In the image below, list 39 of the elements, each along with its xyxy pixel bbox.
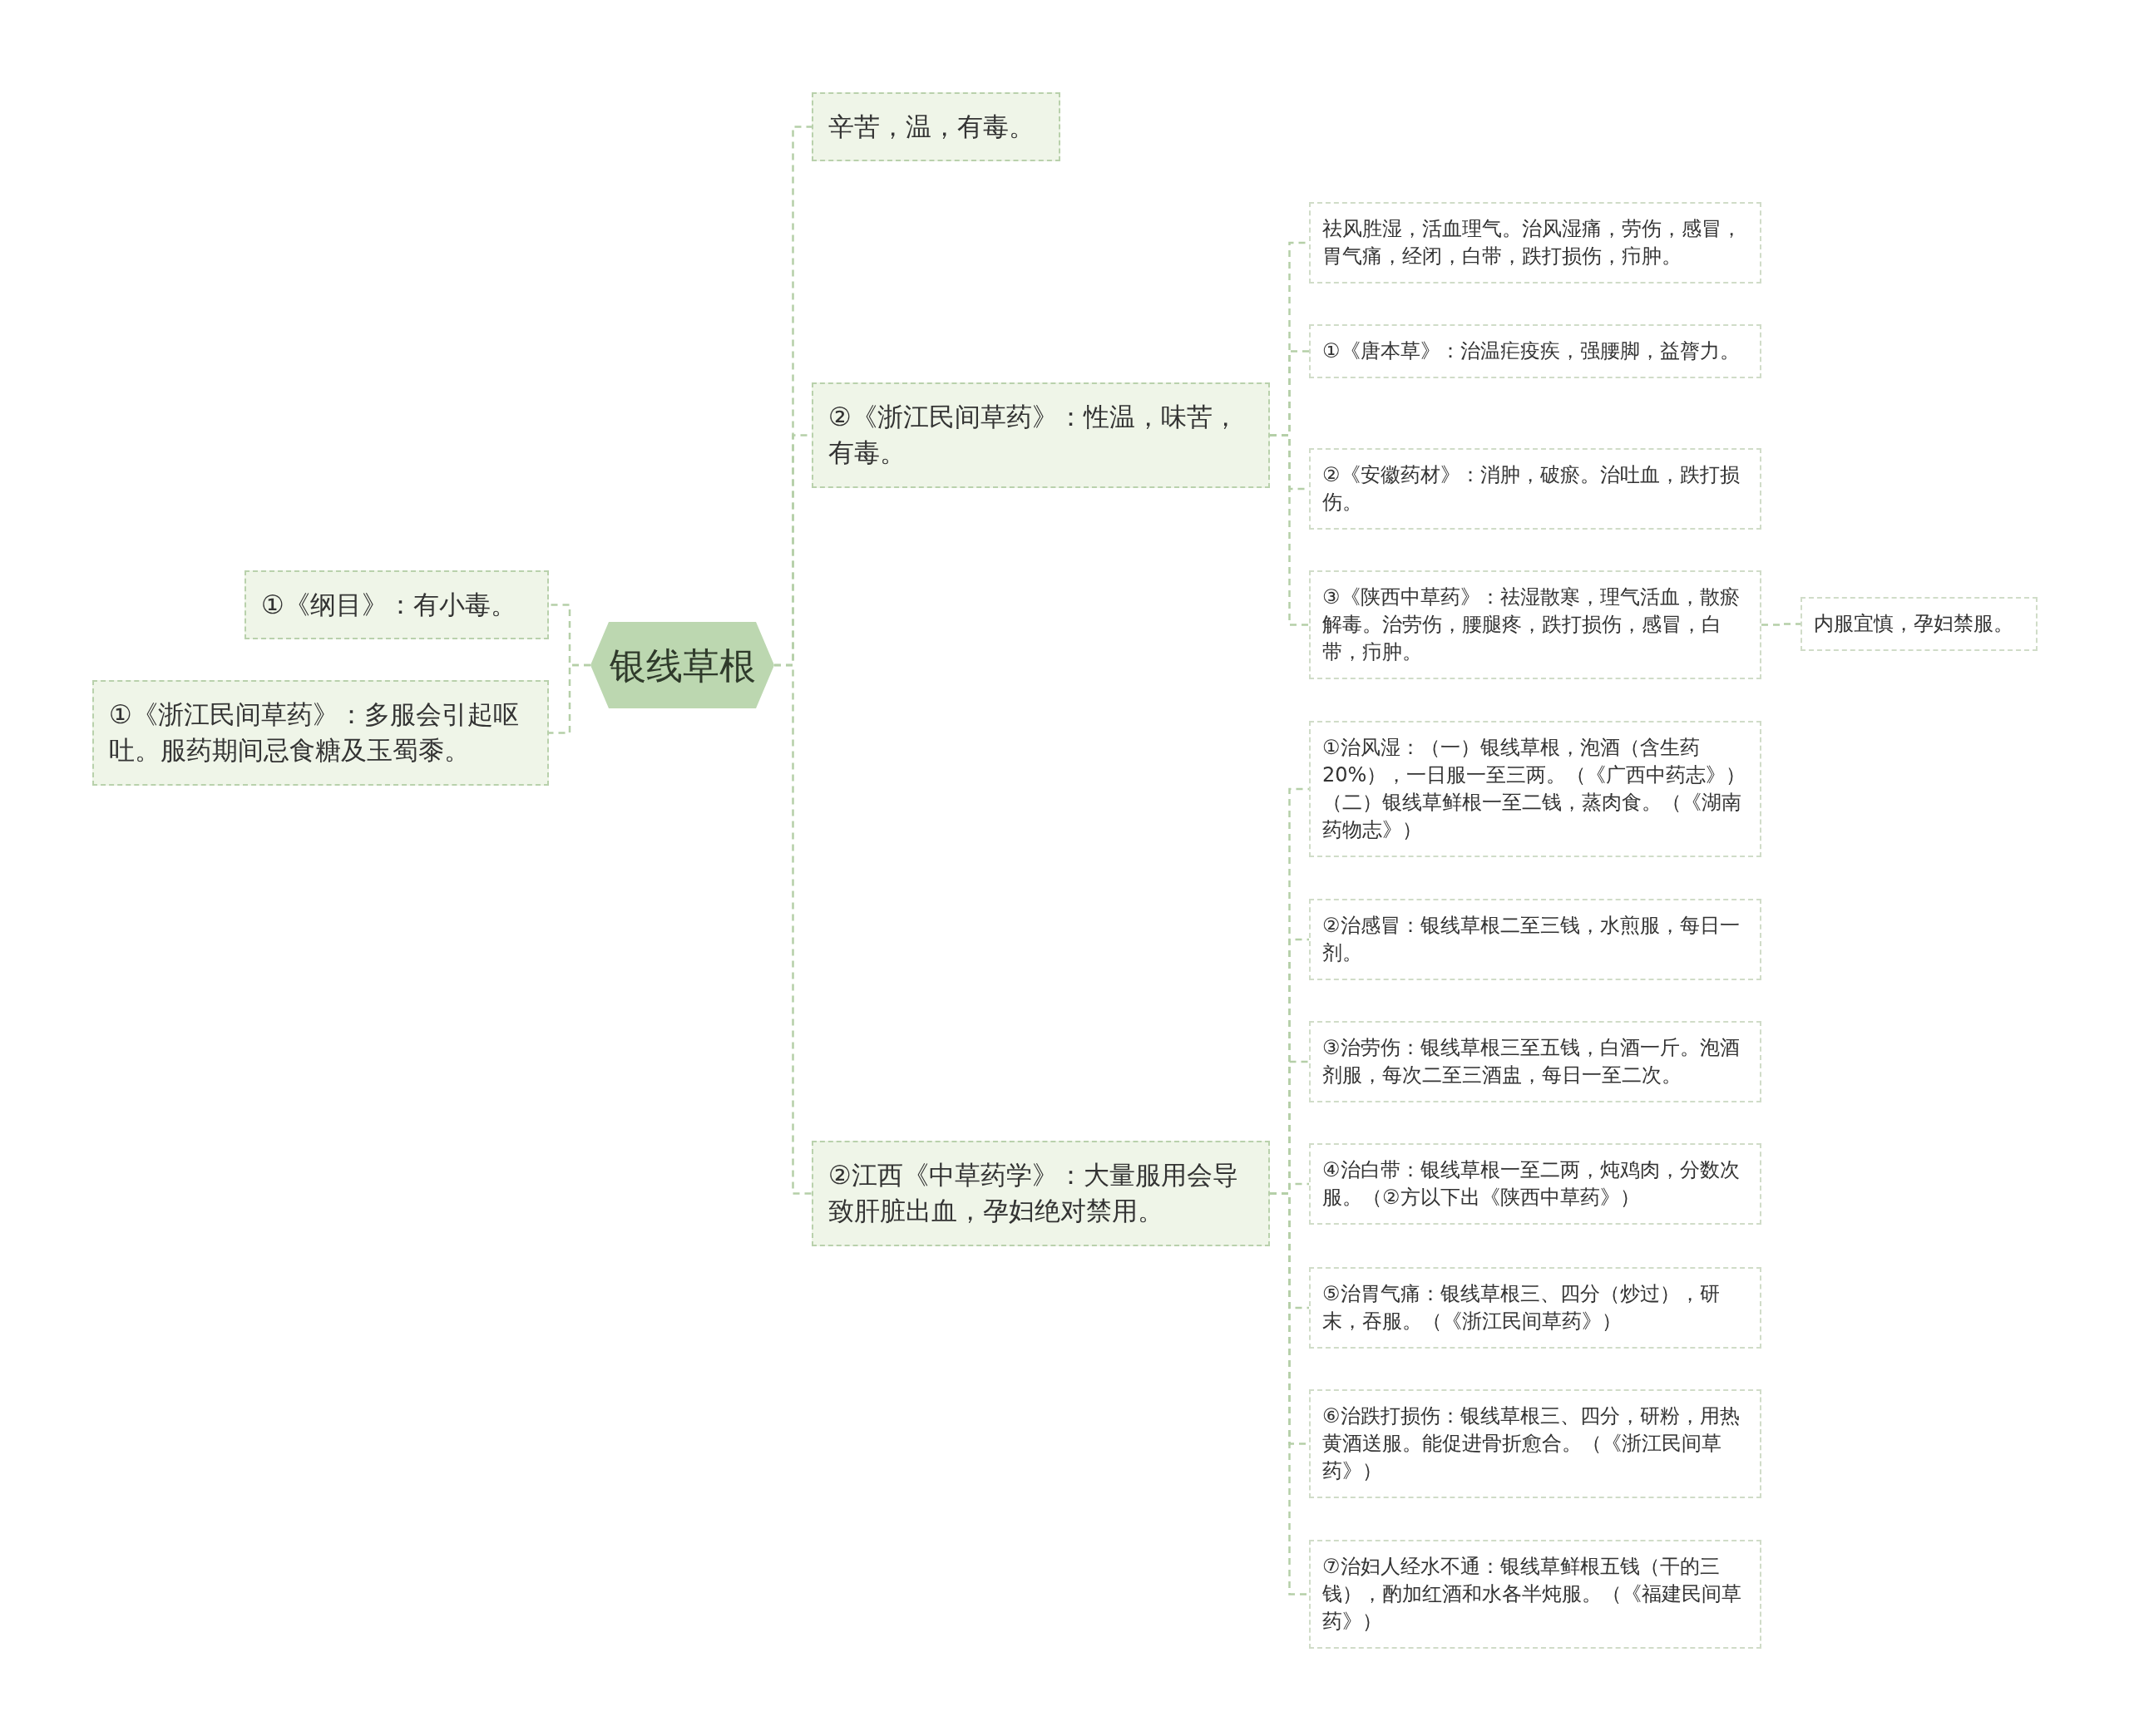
subtopic-box — [1309, 1021, 1761, 1103]
topic-box — [812, 92, 1060, 162]
subtopic-box — [1309, 1143, 1761, 1226]
topic-box — [245, 570, 549, 640]
subtopic-text: ②治感冒：银线草根二至三钱，水煎服，每日一剂。 — [1322, 913, 1741, 967]
topic-text: ②江西《中草药学》：大量服用会导致肝脏出血，孕妇绝对禁用。 — [828, 1159, 1239, 1228]
topic-box — [812, 382, 1270, 488]
subtopic-box — [1309, 721, 1761, 858]
subtopic-box — [1309, 202, 1761, 284]
connector-line — [1270, 434, 1309, 626]
subtopic-text: ⑤治胃气痛：银线草根三、四分（炒过），研末，吞服。（《浙江民间草药》） — [1322, 1281, 1721, 1335]
subtopic-box — [1309, 1540, 1761, 1650]
subtopic-text: ④治白带：银线草根一至二两，炖鸡肉，分数次服。（②方以下出《陕西中草药》） — [1322, 1157, 1741, 1211]
topic-text: ②《浙江民间草药》：性温，味苦，有毒。 — [828, 401, 1239, 470]
subtopic-box — [1309, 570, 1761, 680]
subtopic-text: ①《唐本草》：治温疟疫疾，强腰脚，益膂力。 — [1322, 338, 1741, 364]
topic-text: ①《纲目》：有小毒。 — [261, 589, 517, 621]
subtopic-text: ③《陕西中草药》：祛湿散寒，理气活血，散瘀解毒。治劳伤，腰腿疼，跌打损伤，感冒，白带，疖肿。 — [1322, 584, 1741, 666]
topic-text: ①《浙江民间草药》：多服会引起呕吐。服药期间忌食糖及玉蜀黍。 — [109, 698, 520, 767]
subtopic-text: 祛风胜湿，活血理气。治风湿痛，劳伤，感冒，胃气痛，经闭，白带，跌打损伤，疖肿。 — [1322, 216, 1742, 270]
central-topic-text: 银线草根 — [609, 643, 756, 688]
subtopic-text: ②《安徽药材》：消肿，破瘀。治吐血，跌打损伤。 — [1322, 462, 1741, 516]
subtopic-box — [1309, 899, 1761, 981]
subtopic-box — [1801, 597, 2038, 652]
subtopic-box — [1309, 1389, 1761, 1499]
connector-line — [549, 663, 590, 734]
connector-line — [1761, 623, 1801, 626]
subtopic-text: ①治风湿：（一）银线草根，泡酒（含生药20%），一日服一至三两。（《广西中药志》）（二）银线草鲜根一至二钱，蒸肉食。（《湖南药物志》） — [1322, 735, 1747, 844]
subtopic-text: 内服宜慎，孕妇禁服。 — [1814, 611, 2014, 637]
subtopic-box — [1309, 1267, 1761, 1349]
subtopic-text: ③治劳伤：银线草根三至五钱，白酒一斤。泡酒剂服，每次二至三酒盅，每日一至二次。 — [1322, 1035, 1741, 1089]
subtopic-box — [1309, 448, 1761, 530]
topic-text: 辛苦，温，有毒。 — [828, 111, 1035, 143]
connector-line — [774, 663, 812, 1195]
topic-box — [92, 680, 549, 786]
subtopic-box — [1309, 324, 1761, 379]
subtopic-text: ⑦治妇人经水不通：银线草鲜根五钱（干的三钱），酌加红酒和水各半炖服。（《福建民间草药》） — [1322, 1554, 1742, 1635]
subtopic-text: ⑥治跌打损伤：银线草根三、四分，研粉，用热黄酒送服。能促进骨折愈合。（《浙江民间草药》） — [1322, 1403, 1741, 1485]
topic-box — [812, 1141, 1270, 1246]
